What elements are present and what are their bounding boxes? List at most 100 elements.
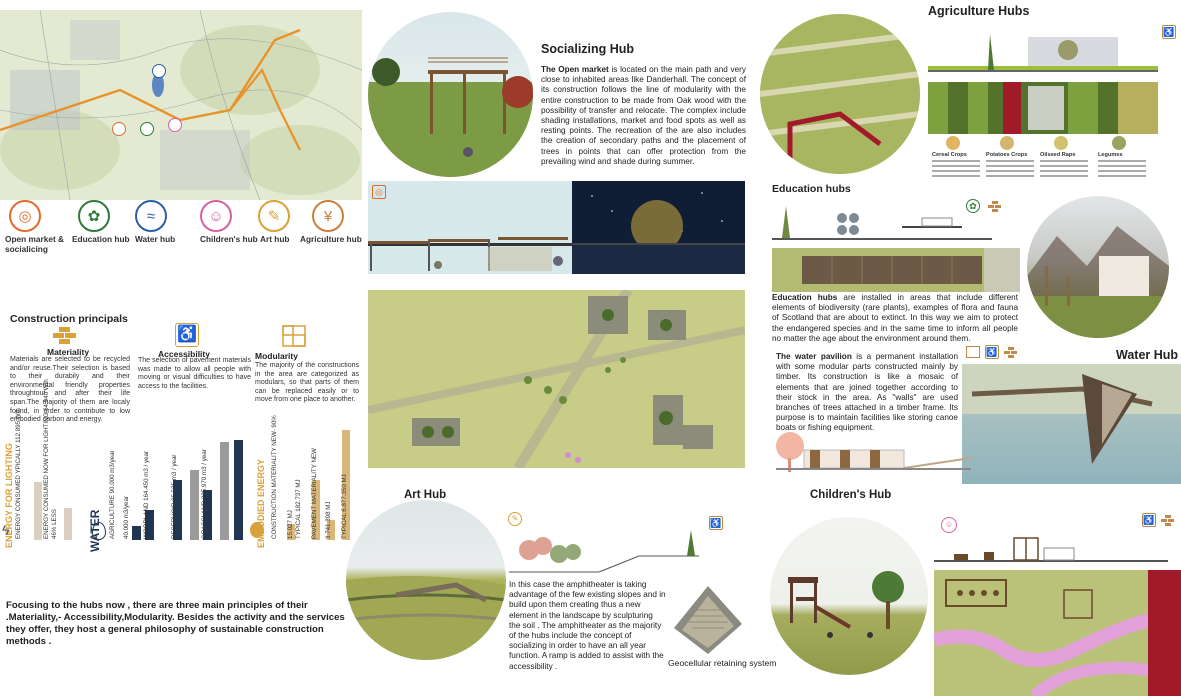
crop-text-line: [932, 175, 980, 177]
map-marker-water[interactable]: [152, 64, 166, 78]
crop-text-line: [1040, 175, 1088, 177]
agri-wheelchair-icon: ♿: [1162, 25, 1176, 39]
water-wheelchair-icon: ♿: [985, 345, 999, 359]
chart-bar: [132, 526, 141, 540]
children-icon: ☺: [200, 200, 232, 232]
education-title: Education hubs: [772, 183, 851, 195]
art-text: In this case the amphitheater is taking …: [509, 580, 666, 671]
embodied-energy-icon: [250, 522, 264, 538]
art-wheelchair-icon: ♿: [709, 516, 723, 530]
chart-label: 3.741.398 MJ: [325, 501, 332, 540]
socializing-title: Socializing Hub: [541, 42, 635, 56]
agriculture-elevation: [928, 22, 1158, 77]
crop-text-line: [986, 160, 1034, 162]
water-lead: The water pavilion: [776, 352, 852, 361]
socializing-render: [368, 12, 533, 177]
crop-text-line: [1098, 175, 1146, 177]
children-title: Children's Hub: [810, 489, 892, 501]
socializing-text: The Open market is located on the main p…: [541, 65, 746, 167]
crop-text-line: [1098, 160, 1146, 162]
art-section: [509, 528, 699, 578]
crop-text-line: [932, 160, 980, 162]
accessibility-text: The selection of pavement materials was …: [138, 357, 251, 390]
agriculture-title: Agriculture Hubs: [928, 4, 1030, 18]
education-render: [1027, 196, 1169, 338]
hub-label: Agriculture hub: [300, 234, 362, 244]
chart-bar: [190, 470, 199, 540]
lightning-icon: ϟ: [2, 522, 10, 538]
agriculture-icon: ¥: [312, 200, 344, 232]
chart-bar: [64, 508, 72, 540]
modular-icon: [282, 325, 306, 347]
chart-bar: [327, 520, 335, 540]
crop-text-line: [986, 170, 1034, 172]
materiality-text: Materials are selected to be recycled an…: [10, 356, 130, 424]
edu-brick-icon: [988, 200, 1002, 212]
market-icon: ◎: [372, 185, 386, 199]
crop-name: Legumes: [1098, 152, 1123, 158]
geocell-render: [668, 578, 748, 658]
crop-text-line: [1040, 165, 1088, 167]
chart-bar: [173, 480, 182, 540]
chart-label: TYPICAL 182.737 MJ: [295, 479, 302, 539]
crop-text-line: [986, 165, 1034, 167]
chart-label: ENERGY CONSUMED YPICALLY 112.895 W/h: [15, 408, 22, 539]
art-icon: ✎: [258, 200, 290, 232]
agriculture-render: [760, 14, 920, 174]
legume-icon: [1112, 136, 1126, 150]
brick-icon: [52, 327, 78, 345]
chart-bar: [287, 524, 295, 540]
agriculture-fields-plan: [928, 82, 1158, 134]
map-drawing: [0, 10, 362, 200]
market-site-plan: [368, 290, 745, 468]
children-render: [770, 517, 928, 675]
market-section-day: ◎: [368, 181, 572, 274]
crop-name: Potatoes Crops: [986, 152, 1028, 158]
art-render: [346, 500, 506, 660]
hub-label: Art hub: [260, 234, 290, 244]
crop-name: Cereal Crops: [932, 152, 967, 158]
hub-label: Open market & socialicing: [5, 234, 65, 254]
chart-label: WOODLAND 164.450 m3 / year: [143, 450, 150, 539]
crop-name: Oilseed Rape: [1040, 152, 1076, 158]
chart-label: RESERVOIR 35.535 m3 / year: [171, 454, 178, 540]
crop-text-line: [932, 165, 980, 167]
hub-label: Water hub: [135, 234, 176, 244]
construction-title: Construction principals: [10, 313, 128, 325]
chart-label: AGRICULTURE 90.000 m3/year: [109, 450, 116, 539]
modularity-text: The majority of the constructions in the…: [255, 362, 359, 404]
potato-icon: [1000, 136, 1014, 150]
water-modular-icon: [966, 346, 980, 358]
crop-text-line: [986, 175, 1034, 177]
education-body: are installed in areas that include diff…: [772, 293, 1019, 343]
summary-text: Focusing to the hubs now , there are thr…: [6, 600, 345, 647]
chart-label: TYPICAL 6.877.350 MJ: [341, 474, 348, 539]
geocell-caption: Geocellular retaining system: [668, 658, 777, 668]
market-section-night: [572, 181, 745, 274]
education-elevation: [772, 198, 992, 246]
wheat-icon: [946, 136, 960, 150]
chart-label: 46% LESS: [51, 509, 58, 539]
children-icon: ☺: [941, 517, 957, 533]
water-icon: ≈: [135, 200, 167, 232]
water-text: The water pavilion is a permanent instal…: [776, 352, 958, 434]
water-body: is a permanent installation with some mo…: [776, 352, 958, 433]
education-icon: ✿: [966, 199, 980, 213]
accessibility-label: Accessibility: [158, 349, 210, 359]
children-brick-icon: [1161, 514, 1175, 526]
materiality-label: Materiality: [47, 347, 90, 357]
art-icon: ✎: [508, 512, 522, 526]
chart-bar: [312, 480, 320, 540]
map-marker-children[interactable]: [168, 118, 182, 132]
water-title: Water Hub: [1116, 348, 1179, 362]
education-text: Education hubs are installed in areas th…: [772, 293, 1018, 344]
wheelchair-icon: ♿: [175, 323, 199, 347]
chart-bar: [342, 430, 350, 540]
chart-bar: [145, 510, 154, 540]
map-marker-education[interactable]: [140, 122, 154, 136]
chart-label: ENERGY CONSUMED NOW FOR LIGHTING 64.940 …: [43, 379, 50, 539]
market-icon: ◎: [9, 200, 41, 232]
map-marker-market[interactable]: [112, 122, 126, 136]
site-map[interactable]: [0, 10, 362, 200]
